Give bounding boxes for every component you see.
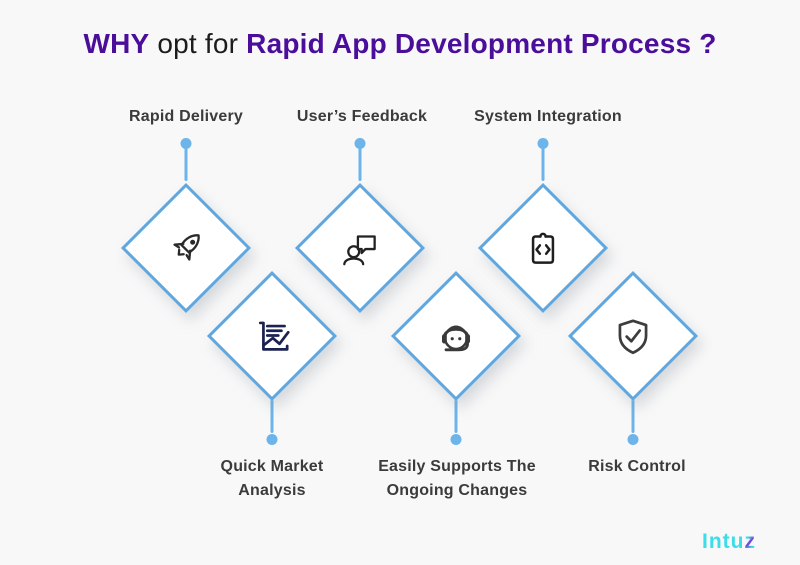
connector-line xyxy=(270,399,274,433)
feature-card-system-integration xyxy=(477,182,609,314)
intuz-logo-text-cyan: Intu xyxy=(702,530,745,553)
label-risk-control: Risk Control xyxy=(588,458,686,475)
intuz-logo: Intuz xyxy=(702,530,756,554)
diamond-shape xyxy=(206,270,338,402)
label-users-feedback: User’s Feedback xyxy=(296,108,428,125)
market-analysis-chart-icon xyxy=(248,312,296,360)
user-feedback-icon xyxy=(336,224,384,272)
connector-line xyxy=(631,399,635,433)
connector-dot xyxy=(354,138,366,149)
label-rapid-delivery: Rapid Delivery xyxy=(129,108,243,125)
feature-card-risk-control xyxy=(567,270,699,402)
connector-line xyxy=(184,148,188,181)
shield-check-icon xyxy=(609,312,657,360)
code-clipboard-icon xyxy=(519,224,567,272)
feature-card-rapid-delivery xyxy=(120,182,252,314)
rocket-icon xyxy=(162,224,210,272)
label-quick-market-analysis: Quick Market Analysis xyxy=(220,458,324,499)
diamond-shape xyxy=(294,182,426,314)
diamond-shape xyxy=(120,182,252,314)
feature-card-ongoing-changes xyxy=(390,270,522,402)
connector-dot xyxy=(627,434,639,445)
connector-line xyxy=(358,148,362,181)
connector-dot xyxy=(180,138,192,149)
label-system-integration: System Integration xyxy=(474,108,622,125)
connector-line xyxy=(541,148,545,181)
title-connector-text: opt for xyxy=(149,28,247,59)
title-highlight-prefix: WHY xyxy=(83,28,150,59)
label-ongoing-changes: Easily Supports The Ongoing Changes xyxy=(378,458,536,499)
feature-card-users-feedback xyxy=(294,182,426,314)
diamond-shape xyxy=(567,270,699,402)
page-title: WHY opt for Rapid App Development Proces… xyxy=(0,28,800,60)
diamond-shape xyxy=(390,270,522,402)
intuz-logo-text-z: z xyxy=(744,530,756,553)
support-headset-icon xyxy=(432,312,480,360)
connector-dot xyxy=(537,138,549,149)
feature-card-quick-market-analysis xyxy=(206,270,338,402)
connector-dot xyxy=(450,434,462,445)
connector-line xyxy=(454,399,458,433)
connector-dot xyxy=(266,434,278,445)
diamond-shape xyxy=(477,182,609,314)
title-highlight-main: Rapid App Development Process ? xyxy=(246,28,717,59)
